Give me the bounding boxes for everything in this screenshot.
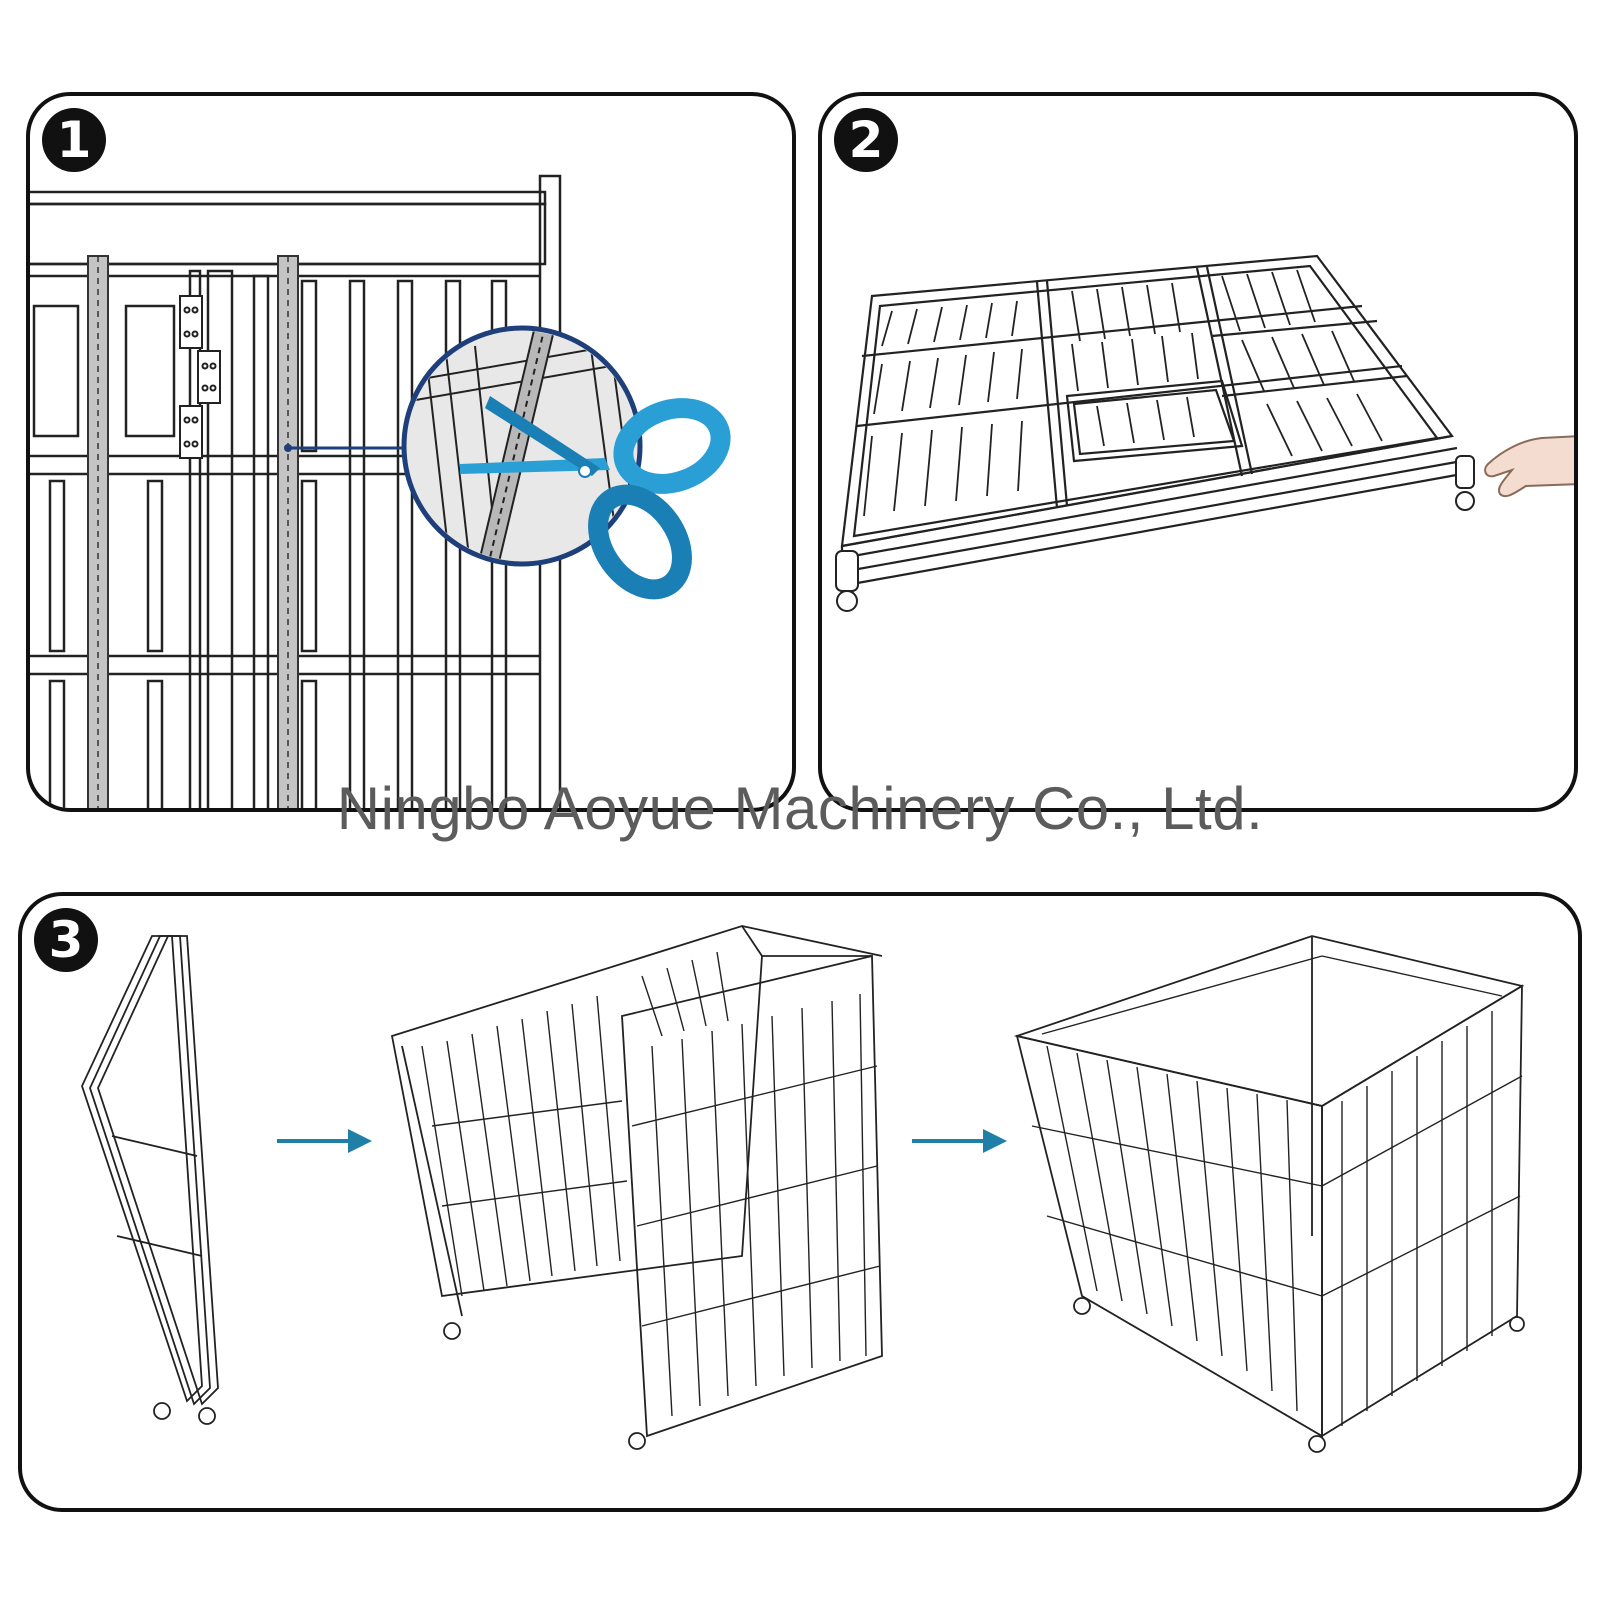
hand-icon (1484, 435, 1574, 498)
step-2-panel: 2 (818, 92, 1578, 812)
cage-base-tray-illustration (835, 254, 1574, 612)
step-1-badge: 1 (42, 108, 106, 172)
assembled-cage (1013, 935, 1525, 1438)
watermark-text: Ningbo Aoyue Machinery Co., Ltd. (336, 775, 1264, 842)
cage-unfolding-sequence-illustration (81, 924, 1525, 1453)
scissors-icon (460, 396, 731, 600)
arrow-right-icon (277, 1129, 372, 1153)
step-1-panel: 1 (26, 92, 796, 812)
folded-cage (81, 935, 219, 1425)
arrow-right-icon-2 (912, 1129, 1007, 1153)
cage-door-closeup-illustration (30, 174, 731, 808)
step-2-badge: 2 (834, 108, 898, 172)
step-3-badge: 3 (34, 908, 98, 972)
step-3-panel: 3 (18, 892, 1582, 1512)
magnifier-callout (401, 325, 643, 567)
half-open-cage (390, 924, 883, 1438)
